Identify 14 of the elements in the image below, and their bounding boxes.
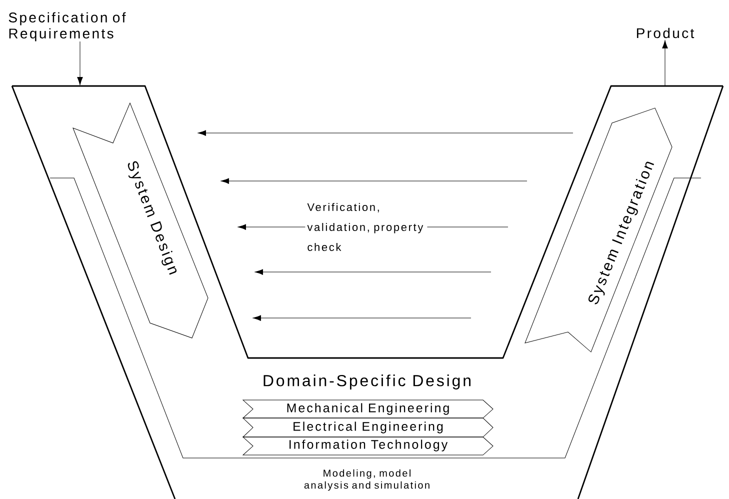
chevron-band: Information Technology [242, 436, 494, 456]
edge-label: Verification, validation, property check [305, 200, 428, 254]
feedback-arrow [198, 130, 574, 136]
chevron-band: Mechanical Engineering [242, 400, 494, 418]
output-arrow [662, 40, 668, 86]
caption-text: Modeling, model analysis and simulation [304, 469, 430, 491]
input-arrow [77, 41, 83, 86]
output-label: Product [636, 28, 694, 38]
chevron-band: Electrical Engineering [242, 418, 494, 438]
input-label: Specification of Requirements [8, 12, 126, 42]
feedback-arrow [220, 178, 528, 184]
feedback-arrow [254, 269, 492, 275]
section-heading: Domain-Specific Design [264, 374, 470, 390]
feedback-arrow [252, 315, 472, 321]
